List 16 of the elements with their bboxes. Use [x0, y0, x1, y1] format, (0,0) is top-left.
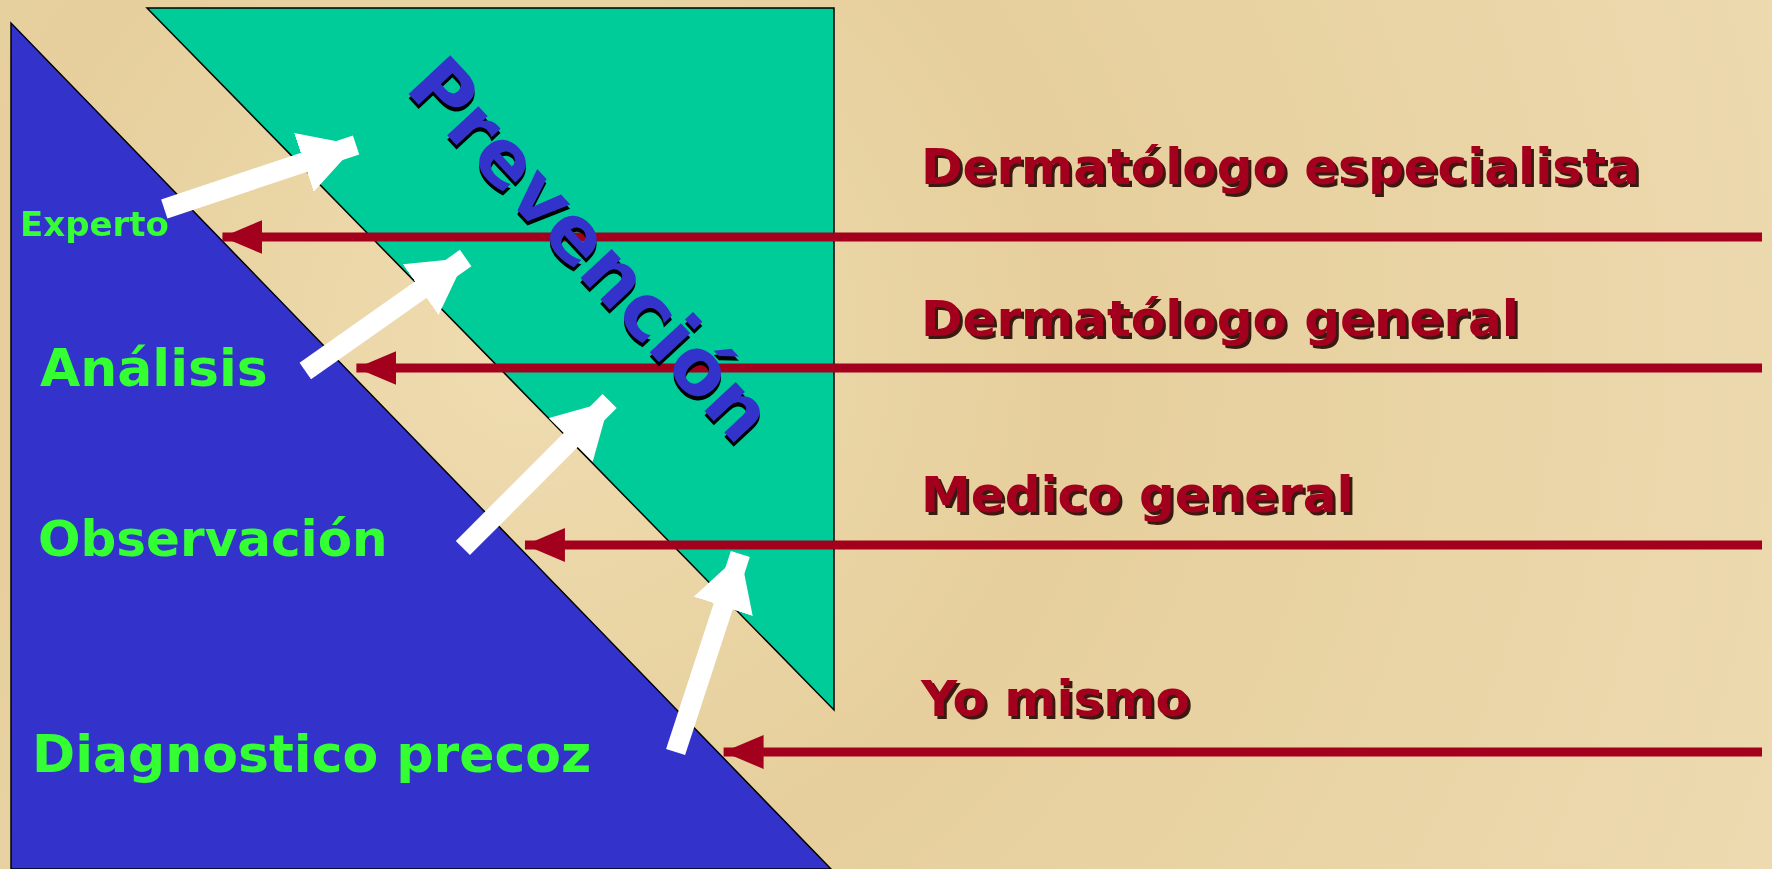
- arrow: [524, 528, 1762, 562]
- level-label: Experto: [20, 206, 169, 244]
- arrow: [356, 351, 1762, 385]
- arrow: [666, 550, 753, 756]
- edge-label: Medico general: [921, 468, 1354, 523]
- arrow: [723, 735, 1762, 769]
- edge-label: Yo mismo: [921, 672, 1190, 727]
- arrow: [299, 249, 472, 380]
- level-label: Observación: [38, 512, 388, 567]
- level-label: Diagnostico precoz: [32, 726, 592, 784]
- edge-label: Dermatólogo especialista: [921, 140, 1640, 195]
- edge-label: Dermatólogo general: [921, 292, 1519, 347]
- arrow: [455, 393, 617, 556]
- arrow: [161, 133, 360, 219]
- arrow: [222, 220, 1762, 254]
- level-label: Análisis: [40, 340, 268, 398]
